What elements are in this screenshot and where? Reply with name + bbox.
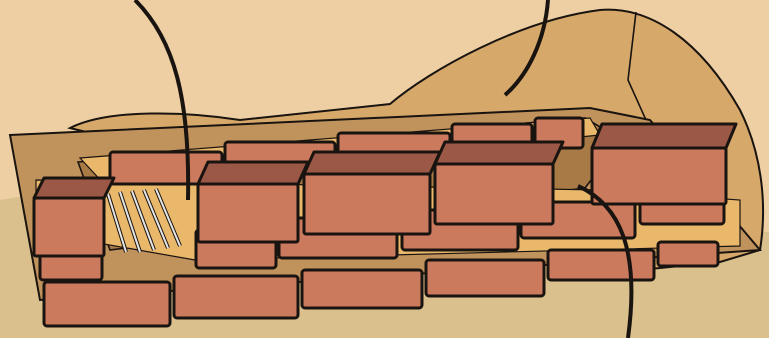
bottom-course-brick-2 [174,276,298,318]
bottom-course-brick-1 [44,282,170,326]
right-end-top-brick-face [592,148,726,204]
top-course-brick-1-top [198,162,308,184]
right-end-top-brick [592,124,736,204]
top-course-brick-1 [198,162,308,242]
right-end-top-brick-top [592,124,736,148]
left-end-top-brick-top [34,178,114,198]
top-course-brick-3-face [435,164,553,224]
top-course-brick-2-top [304,152,440,174]
top-course-brick-1-face [198,184,298,242]
bottom-course-brick-5 [548,250,654,280]
bottom-course-brick-3 [302,270,422,308]
top-course-brick-3-top [435,142,563,164]
bottom-course-brick-4-face [426,260,544,296]
top-course-brick-2 [304,152,440,234]
left-end-top-brick [34,178,114,256]
top-course-brick-3 [435,142,563,224]
bottom-course-brick-6 [658,242,718,266]
left-end-top-brick-face [34,198,104,256]
bottom-course-brick-5-face [548,250,654,280]
bottom-course-brick-4 [426,260,544,296]
bottom-course-brick-3-face [302,270,422,308]
bottom-course-brick-1-face [44,282,170,326]
bottom-course-brick-2-face [174,276,298,318]
top-course-brick-2-face [304,174,430,234]
bottom-course-brick-6-face [658,242,718,266]
